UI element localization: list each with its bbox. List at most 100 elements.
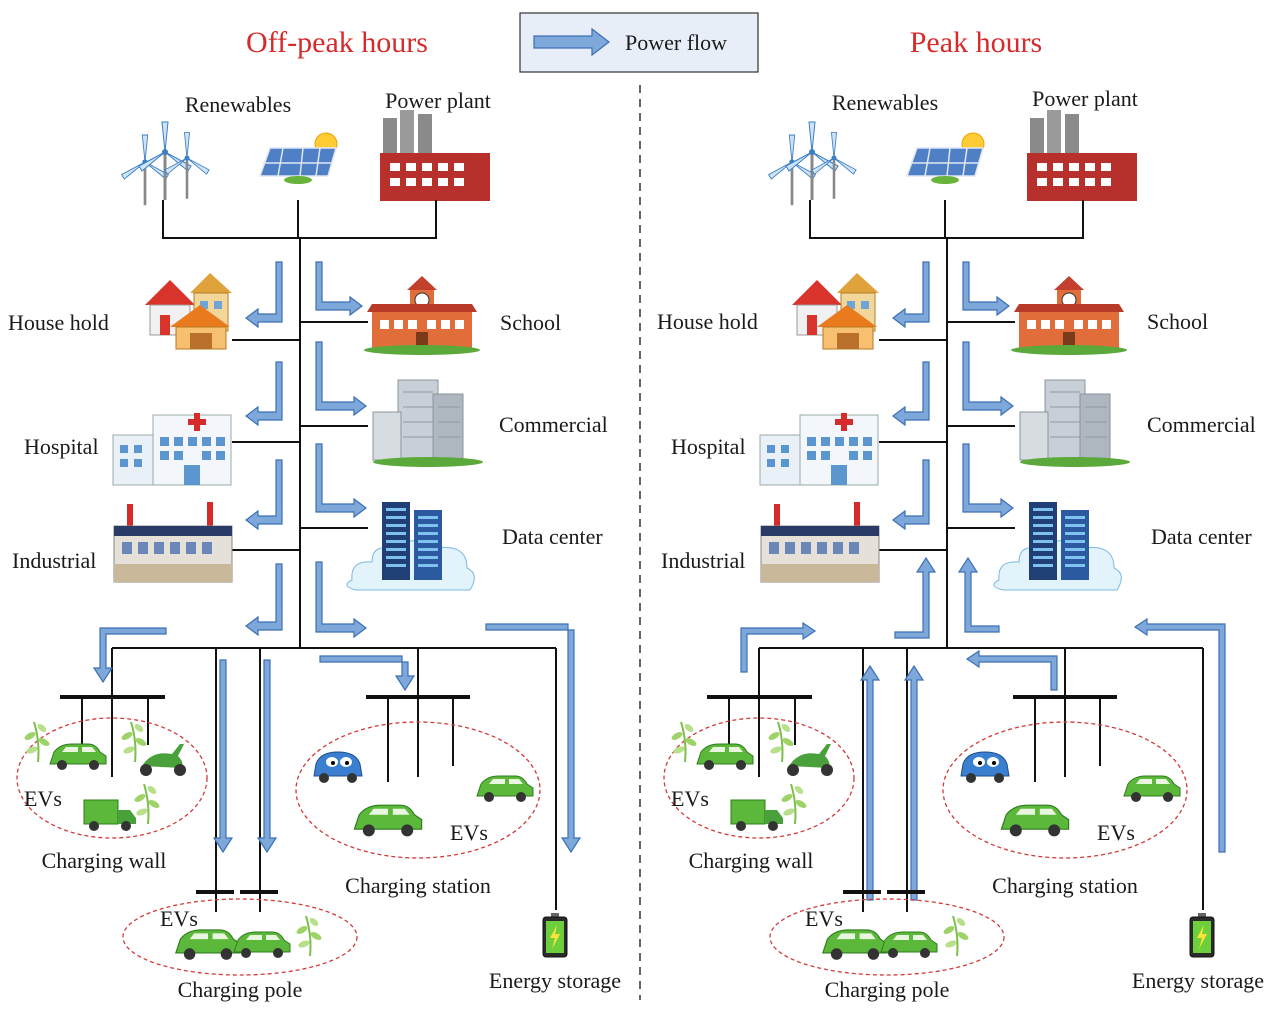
leaf-icon <box>669 721 699 763</box>
commercial-label: Commercial <box>1147 412 1256 437</box>
load-branches <box>879 321 1015 551</box>
battery-icon <box>542 912 568 958</box>
school-label: School <box>1147 309 1208 334</box>
charging-pole-group <box>122 898 358 976</box>
power-plant-icon <box>380 110 490 201</box>
panel-title: Off-peak hours <box>246 26 428 59</box>
e-scooter-icon <box>140 744 186 776</box>
charging-station-label: Charging station <box>992 873 1138 898</box>
legend-power-flow-arrow-icon <box>533 27 610 57</box>
ev-car-icon <box>233 931 291 959</box>
load-branches <box>232 321 368 551</box>
charging-station-evs-label: EVs <box>1097 820 1135 845</box>
ev-car-icon <box>1123 775 1181 803</box>
charging-wall-evs-label: EVs <box>671 786 709 811</box>
leaf-icon <box>779 783 809 825</box>
industrial-icon <box>113 501 233 583</box>
e-scooter-icon <box>787 744 833 776</box>
solar-panel-icon <box>906 132 985 185</box>
generation-feeder <box>809 200 1084 239</box>
charging-wall-evs-label: EVs <box>24 786 62 811</box>
charging-wall-group <box>663 717 855 839</box>
ev-blue-car-icon <box>960 751 1010 784</box>
leaf-icon <box>941 915 971 957</box>
data-center-label: Data center <box>1151 524 1252 549</box>
charging-pole-evs-label: EVs <box>160 906 198 931</box>
legend-label: Power flow <box>625 30 727 55</box>
hospital-label: Hospital <box>671 434 746 459</box>
school-label: School <box>500 310 561 335</box>
charging-station-taps <box>1034 697 1101 782</box>
charging-pole-group <box>769 898 1005 976</box>
charging-pole-label: Charging pole <box>178 977 303 1002</box>
charging-pole-label: Charging pole <box>825 977 950 1002</box>
ev-car-icon <box>175 929 241 961</box>
ev-truck-icon <box>730 799 784 832</box>
ev-car-icon <box>476 775 534 803</box>
charging-wall-label: Charging wall <box>42 848 167 873</box>
school-icon <box>363 275 481 356</box>
ev-car-icon <box>49 743 107 771</box>
data-center-icon <box>346 501 475 591</box>
ev-car-icon <box>822 929 888 961</box>
wind-turbine-icon <box>122 122 210 205</box>
ev-car-icon <box>696 743 754 771</box>
leaf-icon <box>119 721 149 763</box>
ev-car-icon <box>880 931 938 959</box>
wind-turbine-icon <box>769 122 857 205</box>
charging-wall-taps <box>728 697 796 748</box>
renewables-label: Renewables <box>832 90 938 115</box>
charging-station-group <box>942 721 1188 859</box>
hospital-icon <box>759 412 879 486</box>
household-icon <box>791 272 880 350</box>
household-label: House hold <box>657 309 758 334</box>
panel-peak: Peak hours Renewables Power plant House … <box>657 26 1264 1002</box>
charging-station-label: Charging station <box>345 873 491 898</box>
hospital-label: Hospital <box>24 434 99 459</box>
power-plant-label: Power plant <box>1032 86 1138 111</box>
renewables-label: Renewables <box>185 92 291 117</box>
power-plant-icon <box>1027 110 1137 201</box>
distribution-bus <box>111 647 557 910</box>
panel-off-peak: Off-peak hours Renewables Power plant Ho… <box>8 26 621 1002</box>
leaf-icon <box>766 721 796 763</box>
data-center-label: Data center <box>502 524 603 549</box>
leaf-icon <box>22 721 52 763</box>
household-icon <box>144 272 233 350</box>
charging-pole-evs-label: EVs <box>805 906 843 931</box>
ev-blue-car-icon <box>313 751 363 784</box>
energy-storage-label: Energy storage <box>1132 968 1264 993</box>
school-icon <box>1010 275 1128 356</box>
ev-car-icon <box>353 804 423 838</box>
commercial-label: Commercial <box>499 412 608 437</box>
commercial-building-icon <box>372 379 484 468</box>
charging-pole-taps <box>215 892 261 912</box>
leaf-icon <box>132 783 162 825</box>
panel-title: Peak hours <box>910 26 1042 59</box>
charging-station-group <box>295 721 541 859</box>
industrial-label: Industrial <box>12 548 96 573</box>
ev-truck-icon <box>83 799 137 832</box>
battery-icon <box>1189 912 1215 958</box>
leaf-icon <box>294 915 324 957</box>
power-plant-label: Power plant <box>385 88 491 113</box>
power-flow-arrows <box>740 261 1226 901</box>
data-center-icon <box>993 501 1122 591</box>
ev-car-icon <box>1000 804 1070 838</box>
commercial-building-icon <box>1019 379 1131 468</box>
industrial-label: Industrial <box>661 548 745 573</box>
charging-wall-taps <box>81 697 149 748</box>
charging-wall-label: Charging wall <box>689 848 814 873</box>
distribution-bus <box>758 647 1204 910</box>
solar-panel-icon <box>259 132 338 185</box>
charging-station-taps <box>387 697 454 782</box>
industrial-icon <box>760 501 880 583</box>
charging-wall-group <box>16 717 208 839</box>
charging-pole-taps <box>862 892 908 912</box>
power-flow-arrows <box>92 261 582 854</box>
household-label: House hold <box>8 310 109 335</box>
hospital-icon <box>112 412 232 486</box>
charging-station-evs-label: EVs <box>450 820 488 845</box>
energy-storage-label: Energy storage <box>489 968 621 993</box>
